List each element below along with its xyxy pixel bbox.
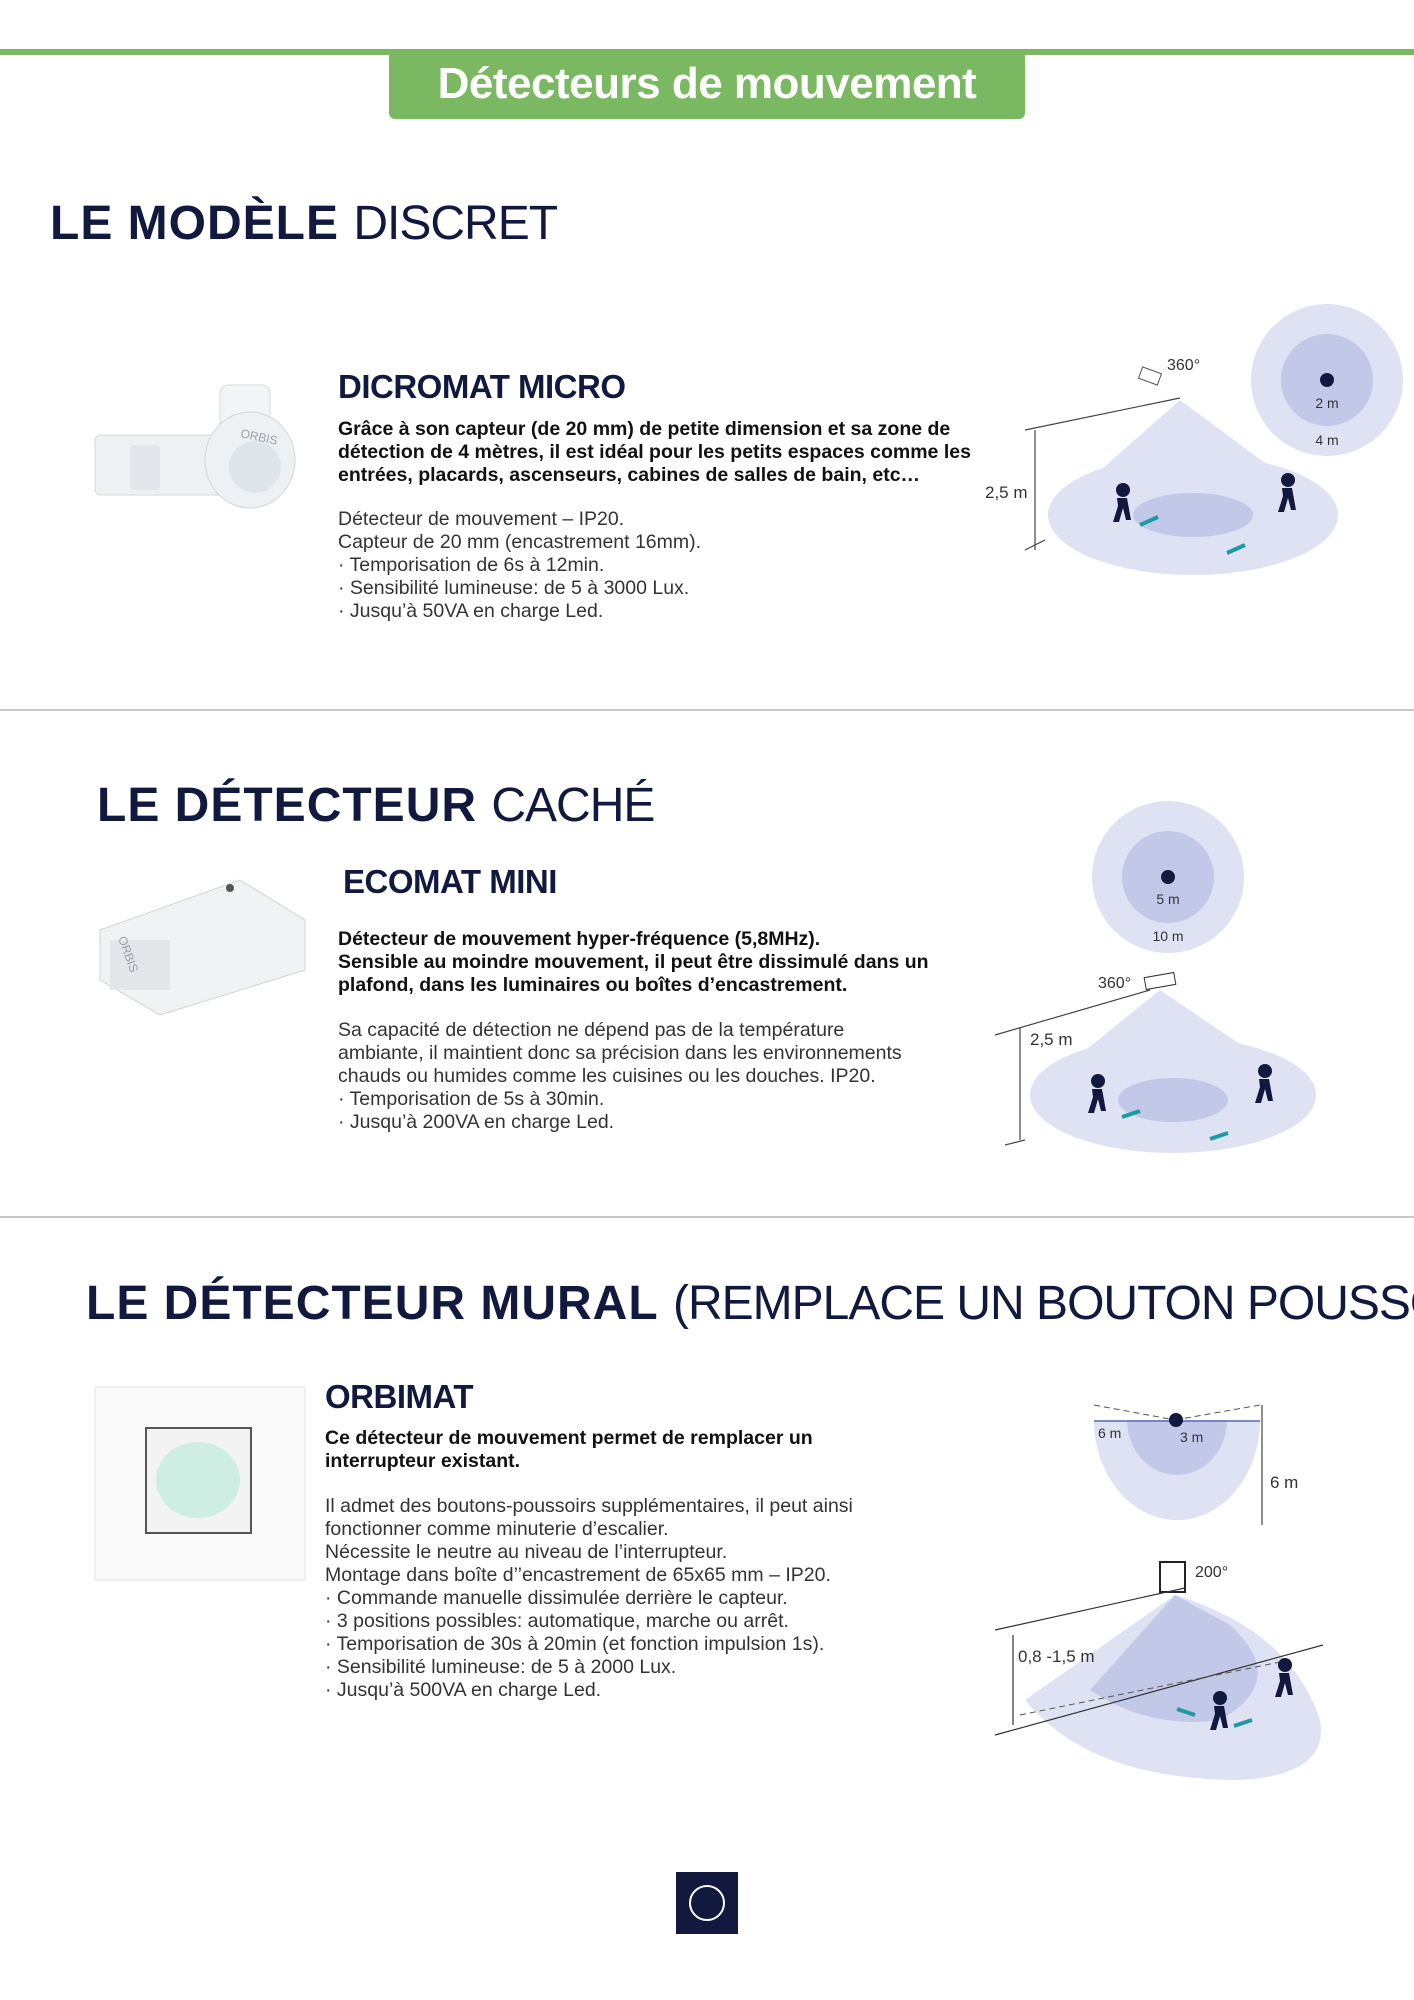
dicromat-product-image: ORBIS — [94, 384, 296, 509]
title-light: CACHÉ — [491, 779, 655, 832]
inner-range-label: 2 m — [1315, 395, 1338, 411]
product-highlight: Détecteur de mouvement hyper-fréquence (… — [338, 928, 929, 997]
product-highlight: Grâce à son capteur (de 20 mm) de petite… — [338, 418, 971, 487]
text-line: Détecteur de mouvement hyper-fréquence (… — [338, 928, 821, 950]
text-line: · Temporisation de 6s à 12min. — [338, 554, 605, 576]
text-line: Capteur de 20 mm (encastrement 16mm). — [338, 531, 702, 553]
wall-sensor-icon — [1159, 1561, 1186, 1593]
product-name: ORBIMAT — [325, 1378, 474, 1415]
title-light: (REMPLACE UN BOUTON POUSSOIR) — [673, 1277, 1414, 1330]
person-icon — [1113, 483, 1131, 522]
section-title-mural: LE DÉTECTEUR MURAL (REMPLACE UN BOUTON P… — [86, 1276, 1414, 1331]
angle-label: 360° — [1167, 357, 1200, 374]
sensor-icon — [1137, 366, 1163, 386]
person-icon — [1275, 1658, 1293, 1697]
person-icon — [1210, 1691, 1228, 1730]
person-icon — [1088, 1074, 1106, 1113]
text-line: Nécessite le neutre au niveau de l’inter… — [325, 1541, 728, 1563]
text-line: Grâce à son capteur (de 20 mm) de petite… — [338, 418, 951, 440]
text-line: · Temporisation de 5s à 30min. — [338, 1088, 605, 1110]
text-line: entrées, placards, ascenseurs, cabines d… — [338, 464, 921, 486]
text-line: chauds ou humides comme les cuisines ou … — [338, 1065, 876, 1087]
outer-range-label: 6 m — [1098, 1425, 1121, 1441]
text-line: Sensible au moindre mouvement, il peut ê… — [338, 951, 929, 973]
outer-range-label: 10 m — [1152, 928, 1183, 944]
height-label: 2,5 m — [985, 483, 1028, 502]
text-line: Ce détecteur de mouvement permet de remp… — [325, 1427, 813, 1449]
inner-range-label: 3 m — [1180, 1429, 1203, 1445]
circle-icon — [689, 1885, 725, 1921]
product-specs: Détecteur de mouvement – IP20. Capteur d… — [338, 508, 701, 623]
page-banner: Détecteurs de mouvement — [389, 52, 1025, 119]
orbimat-product-image — [94, 1386, 306, 1581]
product-highlight: Ce détecteur de mouvement permet de remp… — [325, 1427, 813, 1473]
angle-label: 360° — [1098, 975, 1131, 992]
detection-diagram-orbimat: 6 m 3 m 6 m 200° 0,8 -1,5 m — [994, 1404, 1324, 1780]
title-bold: LE DÉTECTEUR MURAL — [86, 1277, 659, 1330]
text-line: interrupteur existant. — [325, 1450, 521, 1472]
text-line: plafond, dans les luminaires ou boîtes d… — [338, 974, 848, 996]
depth-label: 6 m — [1270, 1473, 1298, 1492]
inner-range-label: 5 m — [1156, 891, 1179, 907]
angle-label: 200° — [1195, 1564, 1228, 1581]
text-line: · Sensibilité lumineuse: de 5 à 3000 Lux… — [338, 577, 690, 599]
section-title-discret: LE MODÈLE DISCRET — [50, 196, 558, 251]
product-name: ECOMAT MINI — [343, 863, 557, 900]
sensor-icon — [1143, 971, 1177, 991]
text-line: ambiante, il maintient donc sa précision… — [338, 1042, 902, 1064]
person-icon — [1255, 1064, 1273, 1103]
section-divider — [0, 709, 1414, 711]
text-line: fonctionner comme minuterie d’escalier. — [325, 1518, 669, 1540]
text-line: · Sensibilité lumineuse: de 5 à 2000 Lux… — [325, 1656, 677, 1678]
text-line: Détecteur de mouvement – IP20. — [338, 508, 625, 530]
section-title-cache: LE DÉTECTEUR CACHÉ — [97, 778, 655, 833]
text-line: · Temporisation de 30s à 20min (et fonct… — [325, 1633, 825, 1655]
detection-diagram-ecomat: 5 m 10 m 360° 2,5 m — [994, 801, 1316, 1153]
title-bold: LE MODÈLE — [50, 197, 340, 250]
person-icon — [1278, 473, 1296, 512]
page-footer-logo — [676, 1872, 738, 1934]
product-name: DICROMAT MICRO — [338, 368, 626, 405]
outer-range-label: 4 m — [1315, 432, 1338, 448]
text-line: · Jusqu’à 50VA en charge Led. — [338, 600, 604, 622]
detection-diagram-dicromat: 2 m 4 m 360° 2,5 m — [985, 304, 1403, 575]
text-line: détection de 4 mètres, il est idéal pour… — [338, 441, 971, 463]
height-label: 0,8 -1,5 m — [1018, 1647, 1095, 1666]
text-line: · Jusqu’à 200VA en charge Led. — [338, 1111, 615, 1133]
product-specs: Sa capacité de détection ne dépend pas d… — [338, 1019, 902, 1134]
section-divider — [0, 1216, 1414, 1218]
text-line: Il admet des boutons-poussoirs supplémen… — [325, 1495, 853, 1517]
text-line: Montage dans boîte d’’encastrement de 65… — [325, 1564, 831, 1586]
text-line: · Jusqu’à 500VA en charge Led. — [325, 1679, 602, 1701]
text-line: · Commande manuelle dissimulée derrière … — [325, 1587, 788, 1609]
ecomat-product-image: ORBIS — [99, 879, 306, 1016]
height-label: 2,5 m — [1030, 1030, 1073, 1049]
text-line: · 3 positions possibles: automatique, ma… — [325, 1610, 789, 1632]
product-specs: Il admet des boutons-poussoirs supplémen… — [325, 1495, 853, 1702]
text-line: Sa capacité de détection ne dépend pas d… — [338, 1019, 845, 1041]
title-bold: LE DÉTECTEUR — [97, 779, 478, 832]
title-light: DISCRET — [353, 197, 558, 250]
